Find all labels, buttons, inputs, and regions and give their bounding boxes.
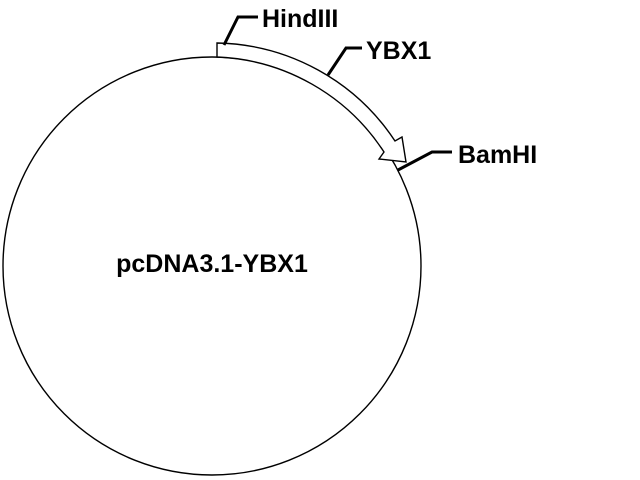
plasmid-backbone [2, 56, 422, 476]
hindiii-leader-line [222, 15, 258, 46]
ybx1-leader-line [326, 46, 362, 76]
hindiii-site-label: HindIII [262, 5, 338, 33]
ybx1-insert-arrow [216, 42, 407, 163]
ybx1-insert-label: YBX1 [366, 37, 431, 65]
bamhi-site-label: BamHI [458, 141, 537, 169]
bamhi-leader-line [397, 150, 452, 172]
plasmid-name-label: pcDNA3.1-YBX1 [116, 250, 308, 278]
